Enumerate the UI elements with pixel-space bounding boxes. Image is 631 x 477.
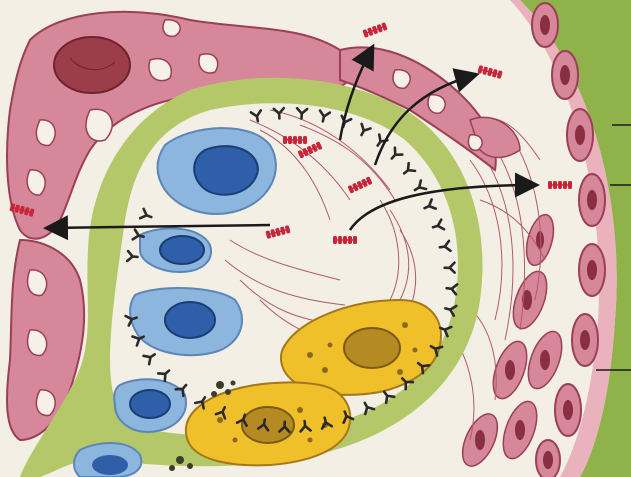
- molecule-icon: [333, 236, 357, 244]
- pericyte-nucleus: [54, 37, 130, 93]
- molecule-icon: [283, 136, 307, 144]
- molecule-icon: [548, 181, 572, 189]
